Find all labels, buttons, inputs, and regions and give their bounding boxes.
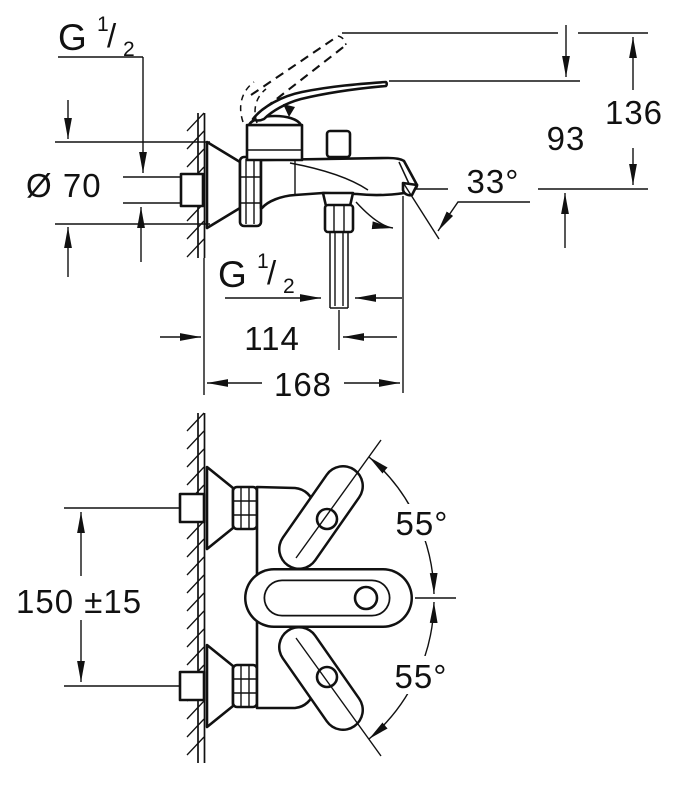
diverter-knob	[325, 129, 352, 159]
side-view-dimensions	[55, 25, 648, 395]
dim-label-114: 114	[244, 320, 300, 357]
wall-hatching-front	[186, 412, 205, 756]
shower-hose-outlet	[321, 191, 355, 309]
pipe-fitting	[179, 172, 205, 208]
dim-label-33deg: 33°	[467, 163, 520, 200]
dim-label-inlet-thread: G 1 / 2	[58, 13, 135, 61]
dim-label-136: 136	[605, 94, 663, 131]
front-view-dimensions	[64, 439, 458, 757]
supply-pipe	[123, 172, 205, 208]
mounting-nut	[238, 155, 263, 228]
dim-label-168: 168	[274, 366, 332, 403]
handle-swing-arrow	[283, 104, 295, 117]
body-shoulder-curve	[289, 162, 369, 191]
lever-up-detail	[315, 507, 339, 531]
lever-handle	[251, 80, 389, 122]
dim-label-150: 150 ±15	[16, 583, 142, 620]
escutcheon	[205, 140, 242, 230]
spout-flow-arc	[355, 201, 394, 230]
dim-label-outlet-thread: G 1 / 2	[218, 250, 295, 298]
wall-section-front	[186, 412, 206, 763]
spout-aerator-tip	[401, 181, 419, 197]
lever-end-detail	[353, 585, 379, 611]
upper-inlet	[178, 465, 259, 551]
lower-inlet	[178, 643, 259, 729]
lever-handle-raised-ghost	[239, 35, 347, 124]
dim-label-55deg-down: 55°	[395, 658, 448, 695]
dim-label-93: 93	[547, 120, 586, 157]
dim-label-diameter: Ø 70	[26, 167, 102, 204]
lever-handle-front	[244, 568, 413, 628]
handle-swing-arc	[239, 81, 267, 124]
cartridge-housing	[245, 114, 304, 162]
side-view: G 1 / 2 Ø 70 93 136 33° G 1 / 2 114 168	[26, 13, 663, 403]
dim-label-55deg-up: 55°	[396, 505, 449, 542]
lever-down-detail	[315, 665, 339, 689]
front-view: 150 ±15 55° 55°	[16, 412, 458, 763]
